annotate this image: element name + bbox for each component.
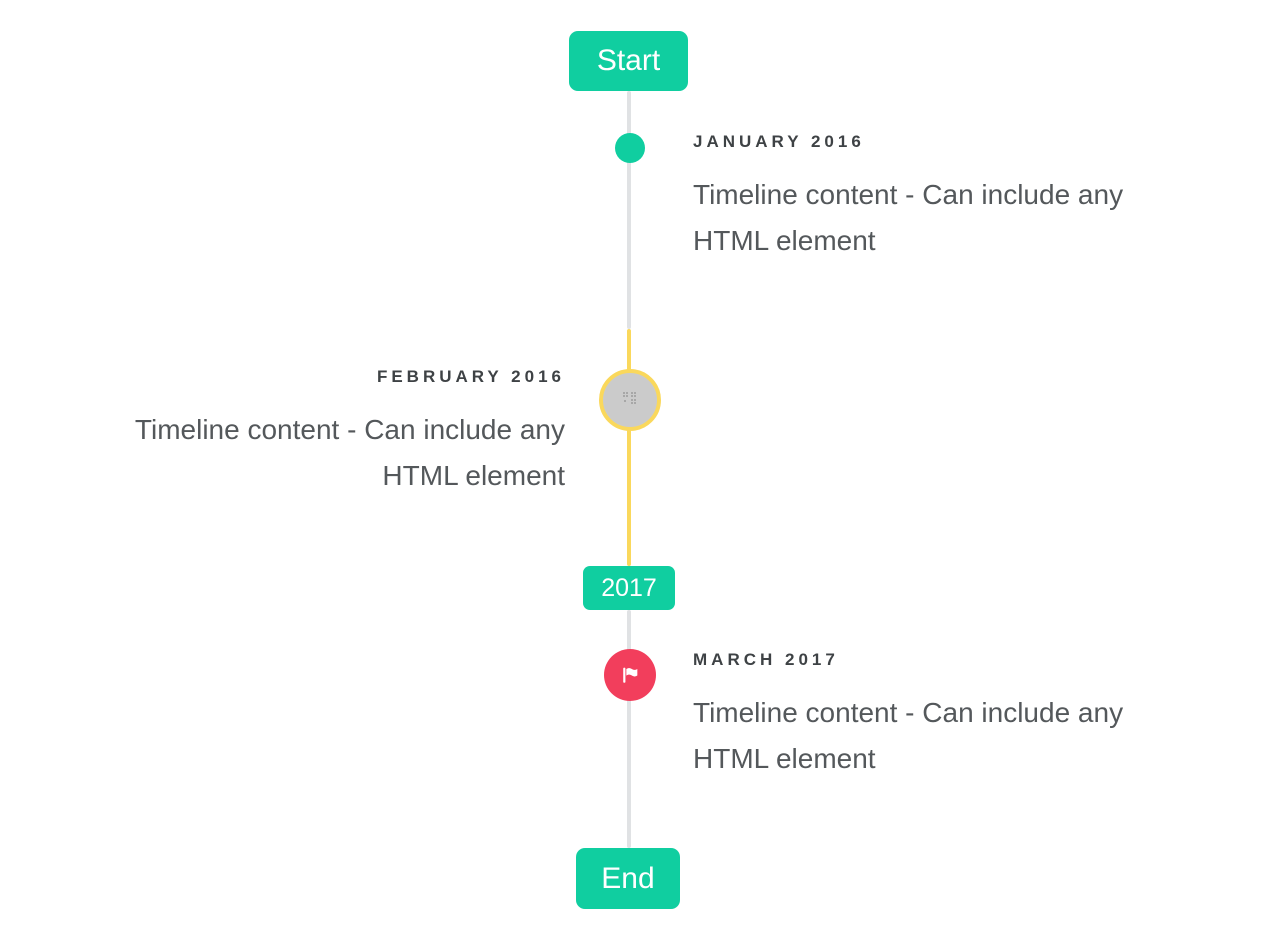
timeline-marker-flag xyxy=(604,649,656,701)
timeline-line-segment-top xyxy=(627,91,631,329)
timeline-marker-circle xyxy=(599,369,661,431)
timeline-item-title: MARCH 2017 xyxy=(693,650,839,669)
timeline-item-content: Timeline content - Can include any HTML … xyxy=(693,697,1124,774)
timeline-marker-dot xyxy=(615,133,645,163)
timeline-item: JANUARY 2016 Timeline content - Can incl… xyxy=(693,132,1198,264)
timeline-line-segment-highlighted xyxy=(627,329,631,566)
timeline-year-badge: 2017 xyxy=(583,566,675,610)
timeline-item-content: Timeline content - Can include any HTML … xyxy=(134,414,565,491)
timeline-end-label: End xyxy=(601,861,655,895)
timeline-end-badge: End xyxy=(576,848,680,909)
timeline-item: FEBRUARY 2016 Timeline content - Can inc… xyxy=(60,367,565,499)
timeline-item: MARCH 2017 Timeline content - Can includ… xyxy=(693,650,1198,782)
timeline-line-segment-bottom xyxy=(627,610,631,848)
timeline-item-title: JANUARY 2016 xyxy=(693,132,865,151)
timeline-item-title: FEBRUARY 2016 xyxy=(376,367,565,386)
broken-image-icon xyxy=(622,391,638,410)
timeline-start-label: Start xyxy=(596,44,661,77)
flag-icon xyxy=(619,664,641,686)
timeline-year-label: 2017 xyxy=(601,573,657,602)
timeline-start-badge: Start xyxy=(569,31,688,91)
timeline-item-content: Timeline content - Can include any HTML … xyxy=(693,179,1124,256)
